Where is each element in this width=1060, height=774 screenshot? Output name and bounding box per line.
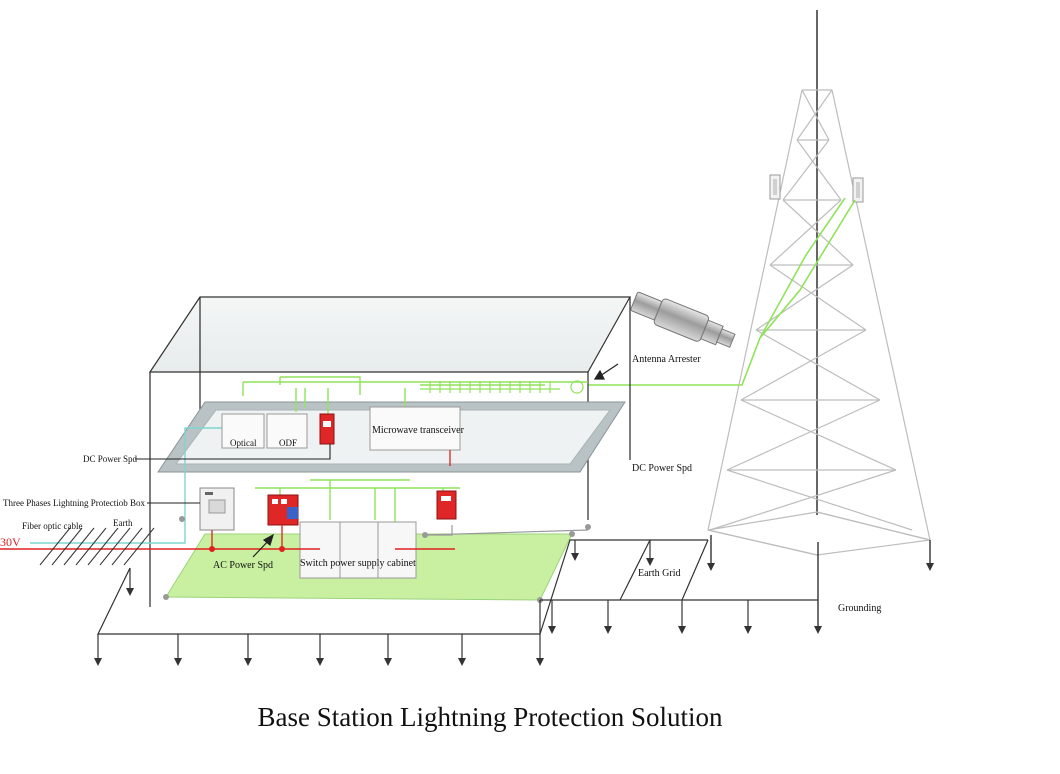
label-microwave-transceiver: Microwave transceiver (372, 425, 465, 436)
label-earth: Earth (113, 518, 133, 528)
optical-unit (221, 413, 265, 449)
diagram-title: Base Station Lightning Protection Soluti… (258, 702, 723, 732)
label-dc-power-spd-left: DC Power Spd (83, 454, 138, 464)
earth-grid-arrowheads (94, 553, 934, 666)
building-roof (148, 296, 632, 373)
tower-antenna-right (852, 177, 864, 203)
dc-spd-cabinet (436, 490, 457, 520)
label-three-phase-box: Three Phases Lightning Protectiob Box (3, 498, 145, 508)
ac-spd-module (267, 494, 299, 526)
label-earth-grid: Earth Grid (638, 568, 681, 579)
feeder-connector-bar (420, 380, 584, 394)
lattice-tower (707, 10, 931, 556)
label-optical: Optical (230, 438, 257, 448)
earth-grid-rods (97, 568, 749, 660)
label-dc-power-spd-right: DC Power Spd (632, 463, 692, 474)
label-odf: ODF (279, 438, 297, 448)
fiber-optic-line (30, 427, 222, 544)
odf-unit (266, 413, 308, 449)
dc-spd-shelf (319, 413, 335, 445)
earth-hatch (39, 527, 155, 566)
three-phase-protection-box (199, 487, 235, 531)
switch-power-supply-cabinet-unit (299, 521, 417, 579)
tower-antenna-left (769, 174, 781, 200)
label-switch-power-supply-cabinet: Switch power supply cabinet (300, 558, 416, 569)
label-ac-power-spd: AC Power Spd (213, 560, 273, 571)
label-voltage: 30V (0, 535, 21, 549)
tower-feeder-cable (588, 197, 856, 386)
label-fiber-optic-cable: Fiber optic cable (22, 521, 82, 531)
leader-arrows (252, 363, 619, 558)
antenna-arrester-image (630, 291, 736, 348)
microwave-transceiver-unit (369, 406, 461, 451)
label-antenna-arrester: Antenna Arrester (632, 354, 701, 365)
ground-bus-line (424, 525, 589, 536)
tower-grounding-rods (710, 535, 931, 630)
ground-nodes (163, 516, 591, 603)
dc-spd-leader (135, 444, 331, 460)
label-grounding: Grounding (838, 603, 881, 614)
